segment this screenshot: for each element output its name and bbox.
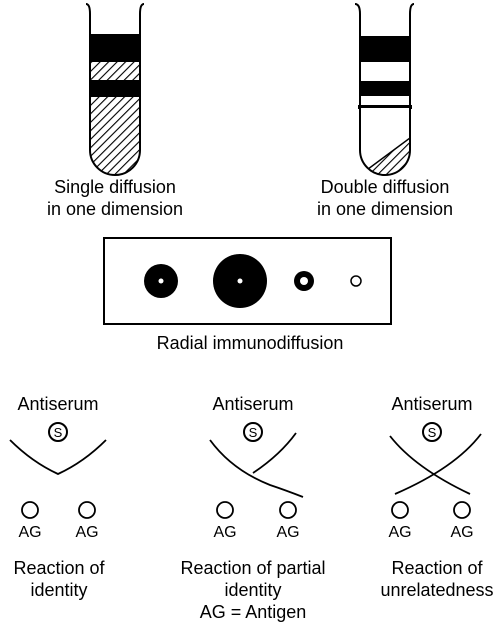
identity-caption: Reaction of identity bbox=[0, 557, 118, 601]
caption-line: identity bbox=[224, 580, 282, 600]
precipitin-line bbox=[389, 435, 471, 495]
svg-text:S: S bbox=[428, 425, 437, 440]
antigen-well bbox=[279, 501, 297, 519]
antiserum-well: S bbox=[48, 422, 68, 442]
antiserum-label: Antiserum bbox=[17, 394, 99, 414]
antigen-well bbox=[391, 501, 409, 519]
precipitin-ring-large-1 bbox=[213, 254, 267, 308]
caption-line: in one dimension bbox=[46, 199, 184, 219]
antigen-legend: AG = Antigen bbox=[199, 602, 307, 622]
identity-panel: S bbox=[9, 422, 107, 519]
caption-line: Single diffusion bbox=[54, 177, 176, 197]
double-diffusion-tube bbox=[354, 3, 415, 176]
svg-text:S: S bbox=[249, 425, 258, 440]
caption-line: in one dimension bbox=[316, 199, 454, 219]
radial-caption: Radial immunodiffusion bbox=[110, 332, 390, 354]
caption-line: Reaction of partial bbox=[180, 558, 326, 578]
antiserum-well: S bbox=[422, 422, 442, 442]
precipitin-ring-large-2 bbox=[144, 264, 178, 298]
antigen-well bbox=[453, 501, 471, 519]
antigen-well bbox=[78, 501, 96, 519]
caption-line: Radial immunodiffusion bbox=[156, 333, 344, 353]
unrelatedness-panel: S bbox=[389, 422, 482, 519]
antigen-label: AG bbox=[388, 524, 412, 541]
precipitin-ring-medium bbox=[294, 271, 314, 291]
caption-line: Reaction of bbox=[13, 558, 105, 578]
precipitin-line bbox=[394, 433, 482, 495]
antiserum-label: Antiserum bbox=[391, 394, 473, 414]
single-diffusion-tube bbox=[85, 3, 145, 176]
antigen-label: AG bbox=[18, 524, 42, 541]
antigen-label: AG bbox=[213, 524, 237, 541]
antiserum-well: S bbox=[243, 422, 263, 442]
precipitin-line bbox=[9, 439, 107, 475]
precipitin-ring-small bbox=[350, 275, 362, 287]
partial-identity-caption: Reaction of partial identity AG = Antige… bbox=[160, 557, 346, 623]
caption-line: Double diffusion bbox=[320, 177, 450, 197]
partial-identity-panel: S bbox=[209, 422, 304, 519]
precipitin-line bbox=[252, 432, 297, 474]
radial-plate bbox=[103, 237, 392, 325]
caption-line: identity bbox=[30, 580, 88, 600]
double-diffusion-caption: Double diffusion in one dimension bbox=[295, 176, 475, 220]
caption-line: unrelatedness bbox=[380, 580, 494, 600]
antiserum-label: Antiserum bbox=[212, 394, 294, 414]
antigen-well bbox=[21, 501, 39, 519]
unrelatedness-caption: Reaction of unrelatedness bbox=[374, 557, 500, 601]
precipitin-line bbox=[209, 439, 304, 498]
antigen-well bbox=[216, 501, 234, 519]
svg-text:S: S bbox=[54, 425, 63, 440]
antigen-label: AG bbox=[75, 524, 99, 541]
antigen-label: AG bbox=[276, 524, 300, 541]
single-diffusion-caption: Single diffusion in one dimension bbox=[25, 176, 205, 220]
antigen-label: AG bbox=[450, 524, 474, 541]
caption-line: Reaction of bbox=[391, 558, 483, 578]
